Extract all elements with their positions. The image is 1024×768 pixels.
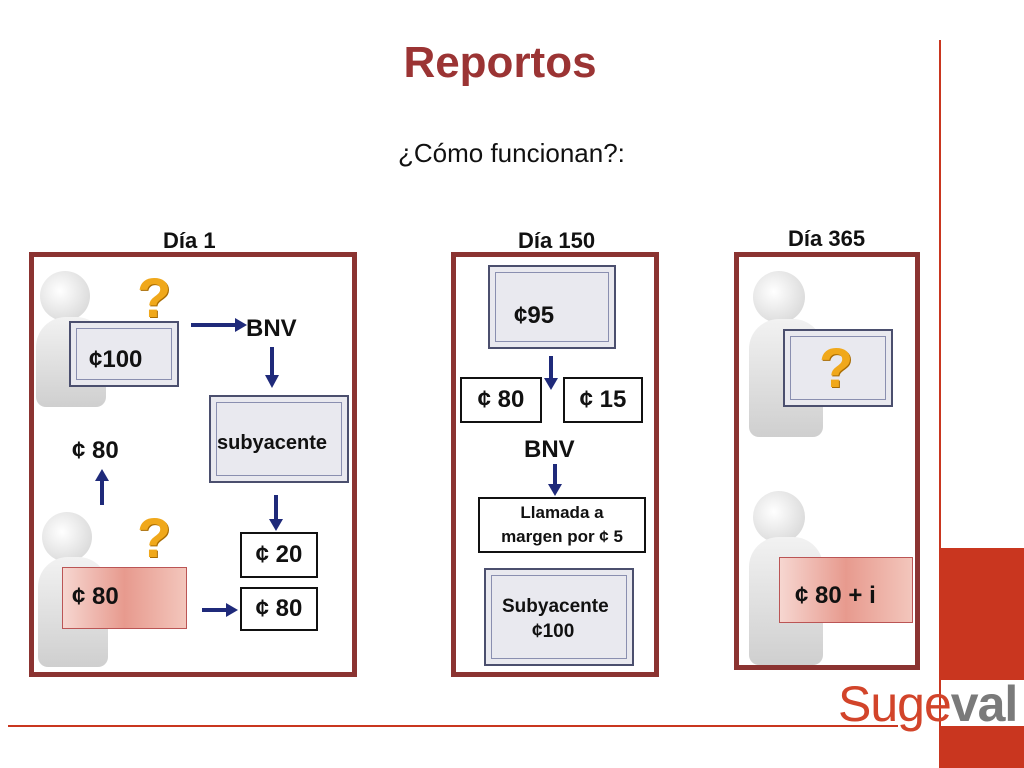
question-mark-icon: ? — [137, 266, 172, 329]
amount-80-box: ¢ 80 — [240, 587, 318, 631]
bnv-label: BNV — [524, 436, 575, 463]
arrow-down-icon — [265, 347, 279, 388]
margin-call-line-1: Llamada a — [520, 503, 604, 522]
accent-block-upper — [941, 548, 1024, 680]
underlying-certificate — [484, 568, 634, 666]
panel-day-1: ? ¢100 BNV subyacente ¢ 80 ? ¢ 80 ¢ 20 ¢… — [29, 252, 357, 677]
cert-value-label: ¢95 — [514, 302, 555, 329]
bond-certificate — [783, 329, 893, 407]
page-subtitle: ¿Cómo funcionan?: — [398, 138, 625, 168]
arrow-down-icon — [544, 356, 558, 390]
person-figure-top — [753, 271, 805, 323]
arrow-down-icon — [548, 464, 562, 496]
day-150-label: Día 150 — [518, 228, 596, 253]
note-value-label: ¢ 80 + i — [795, 582, 876, 609]
question-mark-icon: ? — [819, 336, 854, 399]
subyacente-label: Subyacente — [502, 596, 609, 617]
underlying-certificate — [209, 395, 349, 483]
arrow-right-icon — [191, 318, 247, 332]
arrow-down-icon — [269, 495, 283, 531]
amount-80-box: ¢ 80 — [460, 377, 542, 423]
sub-value-label: ¢100 — [532, 621, 575, 642]
arrow-up-icon — [95, 469, 109, 505]
margin-call-line-2: margen por ¢ 5 — [501, 527, 623, 546]
arrow-right-icon — [202, 603, 238, 617]
amount-80-label: ¢ 80 — [72, 437, 119, 464]
panel-day-365: ? ¢ 80 + i — [734, 252, 920, 670]
bnv-label: BNV — [246, 315, 297, 342]
bond-certificate-top — [69, 321, 179, 387]
subyacente-label: subyacente — [217, 432, 328, 454]
question-mark-icon: ? — [137, 506, 172, 569]
cert-value-label: ¢100 — [89, 346, 143, 373]
accent-block-lower — [941, 726, 1024, 768]
banknote — [62, 567, 187, 629]
person-figure-top — [40, 271, 90, 321]
amount-20-box: ¢ 20 — [240, 532, 318, 578]
amount-15-box: ¢ 15 — [563, 377, 643, 423]
note-value-label: ¢ 80 — [72, 583, 119, 610]
bond-certificate — [488, 265, 616, 349]
bottom-accent-line — [8, 725, 898, 727]
page-title: Reportos — [403, 38, 597, 87]
day-1-label: Día 1 — [163, 228, 216, 253]
sugeval-logo: Sugeval — [838, 676, 1018, 732]
margin-call-box: Llamada a margen por ¢ 5 — [478, 497, 646, 553]
banknote — [779, 557, 913, 623]
right-accent-line — [939, 40, 941, 768]
person-figure-bottom — [753, 491, 805, 543]
person-figure-bottom — [42, 512, 92, 562]
day-365-label: Día 365 — [788, 226, 866, 251]
